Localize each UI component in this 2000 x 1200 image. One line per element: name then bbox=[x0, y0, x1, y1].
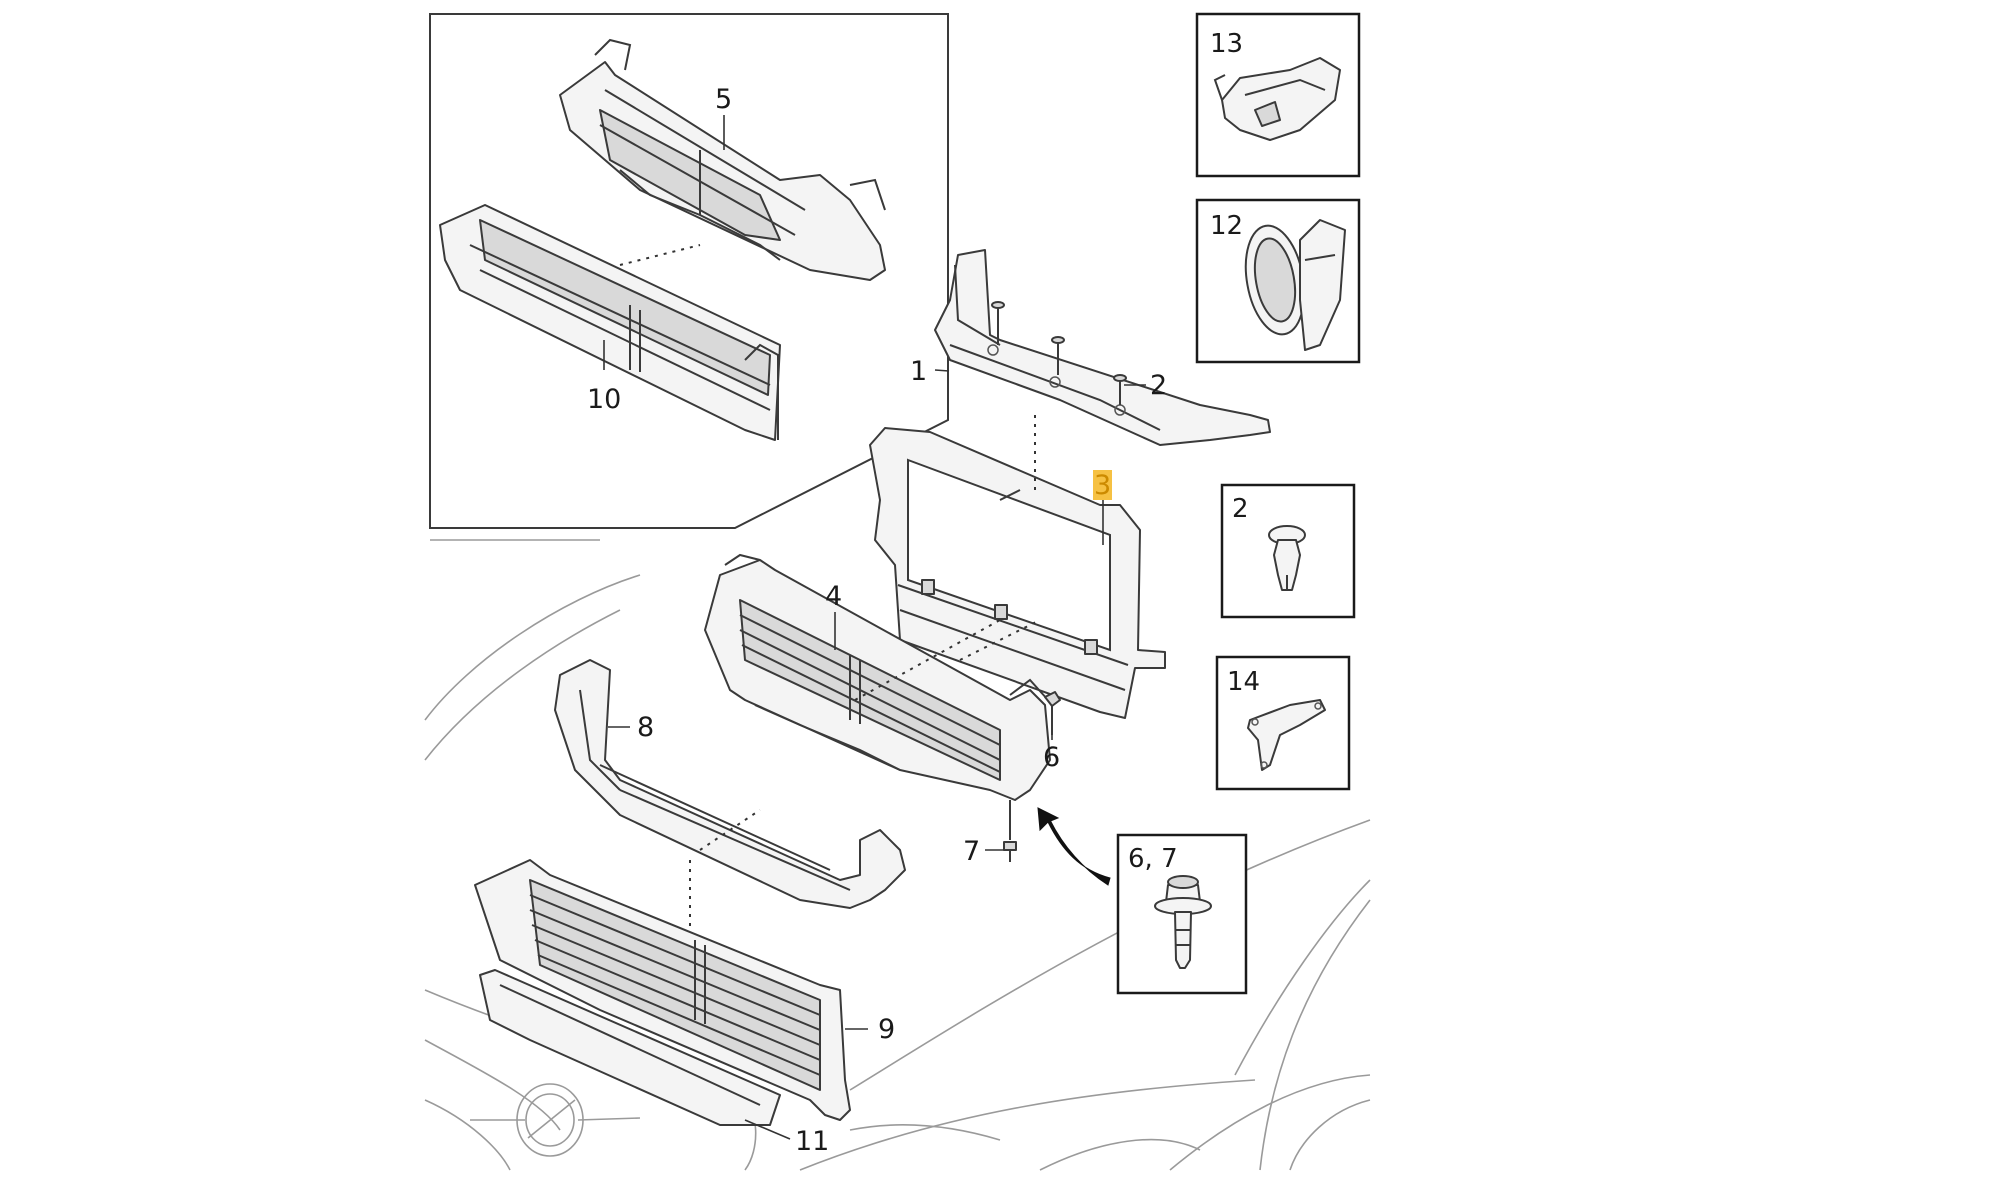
detail-box-14: 14 bbox=[1215, 655, 1351, 791]
detail-box-14-label: 14 bbox=[1227, 667, 1260, 697]
callout-10: 10 bbox=[587, 384, 621, 415]
callout-9: 9 bbox=[878, 1014, 895, 1045]
callout-labels: 1 2 3 4 5 6 7 8 9 10 11 bbox=[587, 84, 1167, 1157]
leader-lines bbox=[603, 115, 1146, 1140]
detail-box-2: 2 bbox=[1220, 483, 1356, 619]
clip-c bbox=[1113, 374, 1127, 405]
detail-box-13: 13 bbox=[1195, 12, 1361, 178]
callout-3-highlight bbox=[1093, 470, 1112, 500]
callout-2: 2 bbox=[1150, 370, 1167, 401]
callout-3: 3 bbox=[1094, 470, 1111, 501]
detail-box-13-label: 13 bbox=[1210, 29, 1243, 59]
part-7-bolt bbox=[1003, 800, 1017, 862]
part-8-lower-bracket bbox=[554, 659, 906, 909]
callout-11: 11 bbox=[795, 1126, 829, 1157]
detail-box-6-7-label: 6, 7 bbox=[1128, 844, 1178, 874]
part-3-air-duct-frame bbox=[869, 427, 1166, 719]
detail-box-12-label: 12 bbox=[1210, 211, 1243, 241]
part-6-bolt bbox=[1044, 691, 1061, 735]
part-9-lower-shutter bbox=[474, 859, 851, 1121]
callout-5: 5 bbox=[715, 84, 732, 115]
part-1-upper-bracket bbox=[934, 249, 1271, 446]
detail-box-6-7: 6, 7 bbox=[1116, 833, 1248, 995]
inset-frame bbox=[429, 13, 949, 541]
clip-a bbox=[991, 301, 1005, 345]
part-4-carrier-shutters bbox=[704, 553, 1051, 801]
part-2-clips bbox=[991, 301, 1127, 405]
part-10-air-guide bbox=[439, 204, 781, 441]
part-11-trim-strip bbox=[479, 969, 781, 1126]
detail-arrow bbox=[1037, 807, 1111, 886]
detail-box-12: 12 bbox=[1195, 198, 1361, 364]
detail-box-2-label: 2 bbox=[1232, 494, 1249, 524]
callout-7: 7 bbox=[963, 836, 980, 867]
clip-b bbox=[1051, 336, 1065, 375]
callout-6: 6 bbox=[1043, 742, 1060, 773]
callout-4: 4 bbox=[825, 581, 842, 612]
part-5-radiator-carrier bbox=[559, 38, 886, 281]
callout-1: 1 bbox=[910, 356, 927, 387]
callout-8: 8 bbox=[637, 712, 654, 743]
brand-emblem bbox=[470, 1083, 641, 1157]
